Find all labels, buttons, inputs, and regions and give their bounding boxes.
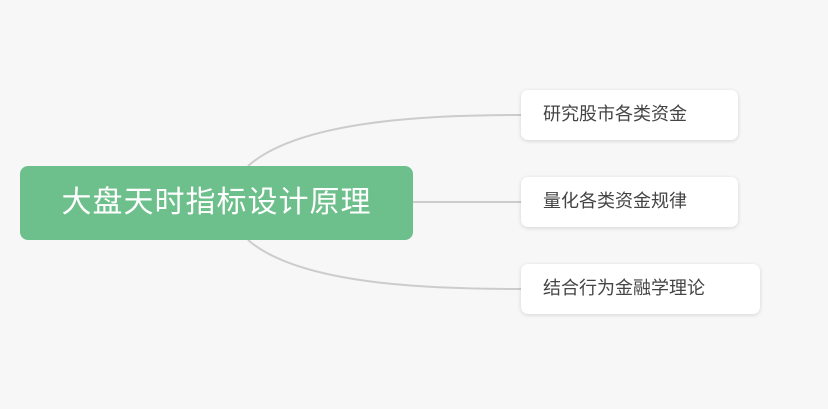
subtopic-node[interactable]: 量化各类资金规律 (521, 177, 738, 227)
subtopic-node[interactable]: 结合行为金融学理论 (521, 264, 760, 314)
connector-to-child-3 (247, 239, 522, 290)
connector-to-child-1 (247, 114, 522, 167)
subtopic-node[interactable]: 研究股市各类资金 (521, 90, 738, 140)
root-topic-node[interactable]: 大盘天时指标设计原理 (20, 166, 413, 240)
